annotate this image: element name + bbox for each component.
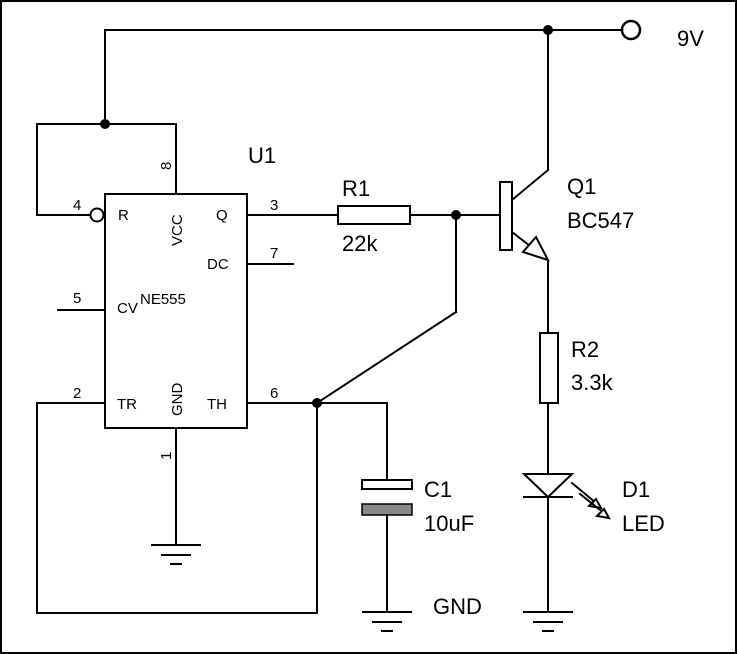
r2-ref: R2 <box>571 337 599 362</box>
pin-label-cv: CV <box>117 300 138 317</box>
ground-label: GND <box>433 594 482 619</box>
pin-label-tr: TR <box>117 396 137 413</box>
r2-value: 3.3k <box>571 370 614 395</box>
capacitor-c1 <box>361 479 413 613</box>
pin-number-5: 5 <box>73 290 81 307</box>
pin-number-8: 8 <box>158 162 175 170</box>
r1-ref: R1 <box>342 176 370 201</box>
pin-label-q: Q <box>216 207 228 224</box>
d1-value: LED <box>622 511 665 536</box>
r1-value: 22k <box>342 231 378 256</box>
junction-dot-vcc <box>100 119 110 129</box>
resistor-r2 <box>539 332 559 404</box>
q1-value: BC547 <box>567 208 634 233</box>
feedback-wire <box>315 214 458 405</box>
ground-symbol-led <box>523 611 573 632</box>
pin-number-4: 4 <box>73 197 81 214</box>
ic-body <box>104 193 248 429</box>
q1-ref: Q1 <box>567 174 596 199</box>
pin-label-th: TH <box>207 396 227 413</box>
supply-terminal <box>620 19 642 41</box>
pin-label-dc: DC <box>207 256 229 273</box>
ground-symbol-capacitor <box>362 611 412 632</box>
pin-label-gnd: GND <box>169 383 186 417</box>
ground-symbol-ic <box>151 544 201 565</box>
c1-ref: C1 <box>424 477 452 502</box>
pin-number-2: 2 <box>73 385 81 402</box>
ic-u1: U1 NE555 R Q DC CV TR TH VCC GND 4 8 3 7… <box>73 143 278 460</box>
emitter-arrow <box>521 235 551 262</box>
resistor-r1 <box>337 205 411 225</box>
timing-net <box>36 398 388 614</box>
pin-number-6: 6 <box>270 385 278 402</box>
led-d1 <box>521 473 611 613</box>
ic-ref: U1 <box>248 143 276 168</box>
d1-ref: D1 <box>622 477 650 502</box>
pin-label-r: R <box>118 207 129 224</box>
pin-label-vcc: VCC <box>169 214 186 246</box>
pin-number-1: 1 <box>158 452 175 460</box>
c1-value: 10uF <box>424 511 474 536</box>
supply-label: 9V <box>677 26 704 51</box>
ic-part: NE555 <box>140 291 186 308</box>
pin-number-7: 7 <box>270 245 278 262</box>
pin-number-3: 3 <box>270 197 278 214</box>
reset-inversion-bubble <box>89 207 105 223</box>
junction-dot-threshold <box>312 398 322 408</box>
ic-pin-stubs <box>57 263 294 546</box>
transistor-q1 <box>499 29 551 334</box>
reset-wire <box>36 119 177 216</box>
